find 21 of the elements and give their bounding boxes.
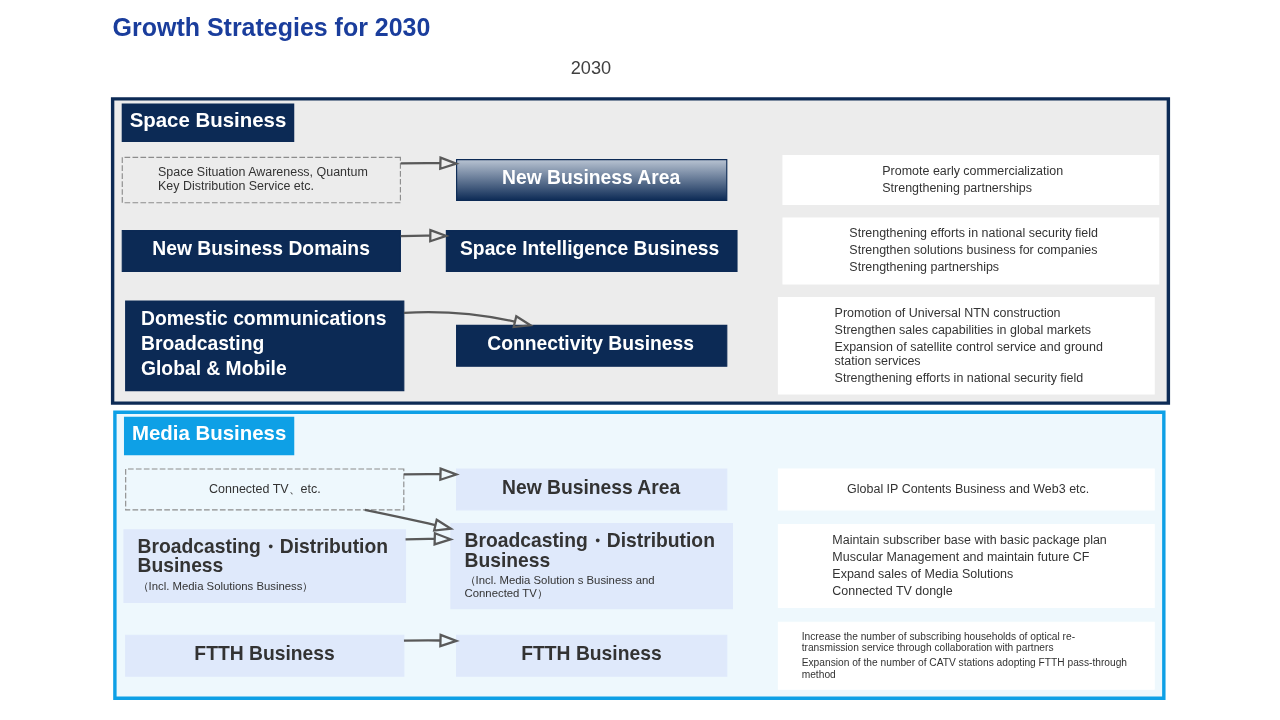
label: 2030: [570, 57, 611, 78]
node-box: FTTH Business: [455, 634, 727, 677]
node-box: New Business Area: [455, 159, 727, 202]
node-box: Broadcasting・Distribution Business （Incl. Media Solutions Business）: [122, 529, 406, 603]
arrow: [403, 311, 534, 329]
node-box: Connectivity Business: [455, 324, 727, 367]
arrow: [403, 467, 460, 482]
node-box: Domestic communications Broadcasting Global & Mobile: [124, 300, 404, 392]
node-box: Broadcasting・Distribution Business （Incl. Media Solution s Business and Connected TV）: [449, 522, 733, 610]
arrow: [403, 633, 460, 648]
arrow: [400, 228, 450, 243]
node-box: Connected TV、etc.: [124, 468, 404, 511]
arrow: [405, 531, 454, 546]
node-box: New Business Domains: [121, 230, 401, 272]
arrow: [400, 155, 460, 171]
node-box: Space Intelligence Business: [445, 230, 738, 272]
arrow: [364, 508, 454, 532]
node-box: FTTH Business: [124, 634, 404, 677]
diagram-title: Growth Strategies for 2030: [112, 13, 430, 42]
node-box: New Business Area: [455, 468, 727, 511]
node-box: Space Situation Awareness, Quantum Key Distribution Service etc.: [121, 156, 401, 204]
